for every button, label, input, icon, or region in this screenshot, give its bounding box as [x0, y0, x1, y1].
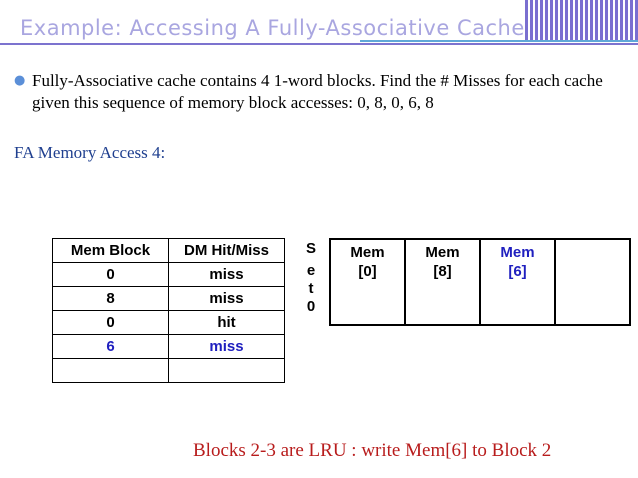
set-label-char: e — [306, 262, 316, 279]
set-label-char: S — [305, 240, 316, 257]
cell-block: 6 — [52, 334, 169, 359]
table-header-row: Mem Block DM Hit/Miss — [52, 238, 285, 263]
cache-block-line2: [6] — [508, 263, 527, 280]
set-label-char: t — [308, 280, 314, 297]
cache-block-line1: Mem — [500, 244, 535, 261]
set-label-char: 0 — [306, 298, 316, 315]
table-row — [52, 358, 285, 383]
cell-block: 0 — [52, 310, 169, 335]
table-row: 0 hit — [52, 310, 285, 335]
lru-note: Blocks 2-3 are LRU : write Mem[6] to Blo… — [193, 440, 552, 461]
cache-block: Mem [8] — [406, 240, 481, 324]
cell-result: miss — [168, 334, 285, 359]
bullet-icon: ● — [14, 73, 26, 88]
header-mem-block: Mem Block — [52, 238, 169, 263]
header-stripes-decoration — [525, 0, 638, 40]
cache-block — [556, 240, 629, 324]
header-divider — [0, 43, 638, 45]
set-label: S e t 0 — [303, 240, 319, 316]
cell-result — [168, 358, 285, 383]
cache-block-line2: [0] — [358, 263, 377, 280]
cell-block — [52, 358, 169, 383]
table-row: 8 miss — [52, 286, 285, 311]
sub-heading: FA Memory Access 4: — [14, 143, 166, 162]
cell-result: hit — [168, 310, 285, 335]
access-table: Mem Block DM Hit/Miss 0 miss 8 miss 0 hi… — [52, 238, 285, 383]
cache-block-line1: Mem — [425, 244, 460, 261]
header-hit-miss: DM Hit/Miss — [168, 238, 285, 263]
cache-block: Mem [0] — [331, 240, 406, 324]
slide-title: Example: Accessing A Fully-Associative C… — [20, 16, 525, 40]
cell-result: miss — [168, 262, 285, 287]
cache-block-line2: [8] — [433, 263, 452, 280]
header-accent-line — [360, 40, 638, 42]
table-row: 6 miss — [52, 334, 285, 359]
cache-set-grid: Mem [0] Mem [8] Mem [6] — [329, 238, 631, 326]
bullet-text: Fully-Associative cache contains 4 1-wor… — [32, 71, 603, 112]
cell-result: miss — [168, 286, 285, 311]
cell-block: 8 — [52, 286, 169, 311]
cell-block: 0 — [52, 262, 169, 287]
cache-block: Mem [6] — [481, 240, 556, 324]
cache-block-line1: Mem — [350, 244, 385, 261]
bullet-item: ● Fully-Associative cache contains 4 1-w… — [14, 70, 614, 114]
table-row: 0 miss — [52, 262, 285, 287]
